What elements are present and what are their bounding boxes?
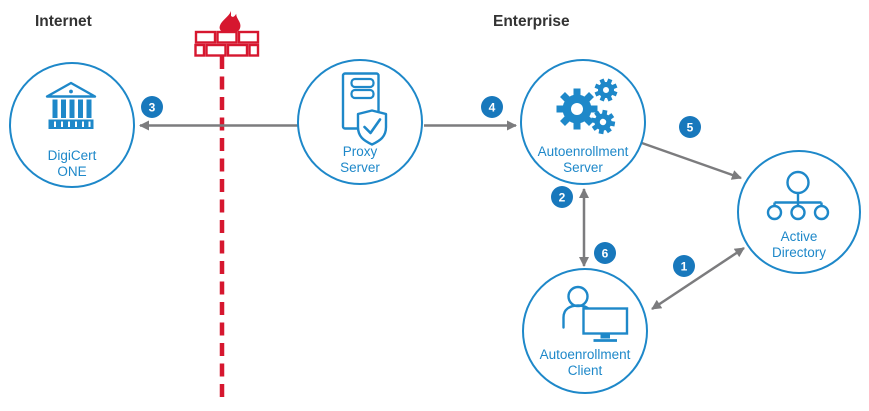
- step-badge-3-number: 3: [149, 101, 156, 115]
- step-badge-3: 3: [141, 96, 163, 118]
- node-autoenrollment-server: Autoenrollment Server: [520, 59, 646, 185]
- server-shield-icon: [341, 72, 388, 146]
- firewall-icon: [194, 11, 260, 57]
- active-directory-label-line1: Active: [781, 229, 818, 244]
- internet-region-label: Internet: [35, 13, 92, 30]
- step-badge-5: 5: [679, 116, 701, 138]
- step-badge-6-number: 6: [602, 247, 609, 261]
- org-chart-icon: [766, 170, 830, 221]
- step-badge-2: 2: [551, 186, 573, 208]
- enterprise-region-label: Enterprise: [493, 13, 570, 30]
- edge-server-to-ad: [638, 140, 742, 180]
- proxy-server-label-line2: Server: [340, 160, 380, 175]
- edge-client-ad-bidirectional: [651, 246, 745, 311]
- active-directory-label-line2: Directory: [772, 245, 826, 260]
- autoenrollment-client-label-line2: Client: [568, 363, 603, 378]
- gears-icon: [556, 78, 618, 135]
- proxy-server-label-line1: Proxy: [343, 144, 378, 159]
- person-workstation-icon: [562, 285, 629, 342]
- step-badge-6: 6: [594, 242, 616, 264]
- digicert-one-label-line2: ONE: [57, 164, 86, 179]
- brick-wall: [194, 30, 260, 57]
- node-digicert-one: DigiCert ONE: [9, 62, 135, 188]
- step-badge-5-number: 5: [687, 121, 694, 135]
- step-badge-4-number: 4: [489, 101, 496, 115]
- step-badge-2-number: 2: [559, 191, 566, 205]
- step-badge-1: 1: [673, 255, 695, 277]
- autoenrollment-server-label-line1: Autoenrollment: [538, 144, 629, 159]
- flame-icon: [219, 11, 241, 33]
- step-badge-4: 4: [481, 96, 503, 118]
- autoenrollment-server-label-line2: Server: [563, 160, 603, 175]
- step-badge-1-number: 1: [681, 260, 688, 274]
- autoenrollment-client-label-line1: Autoenrollment: [540, 347, 631, 362]
- node-proxy-server: Proxy Server: [297, 59, 423, 185]
- node-autoenrollment-client: Autoenrollment Client: [522, 268, 648, 394]
- digicert-one-label-line1: DigiCert: [48, 148, 97, 163]
- node-active-directory: Active Directory: [737, 150, 861, 274]
- bank-icon: [45, 81, 97, 129]
